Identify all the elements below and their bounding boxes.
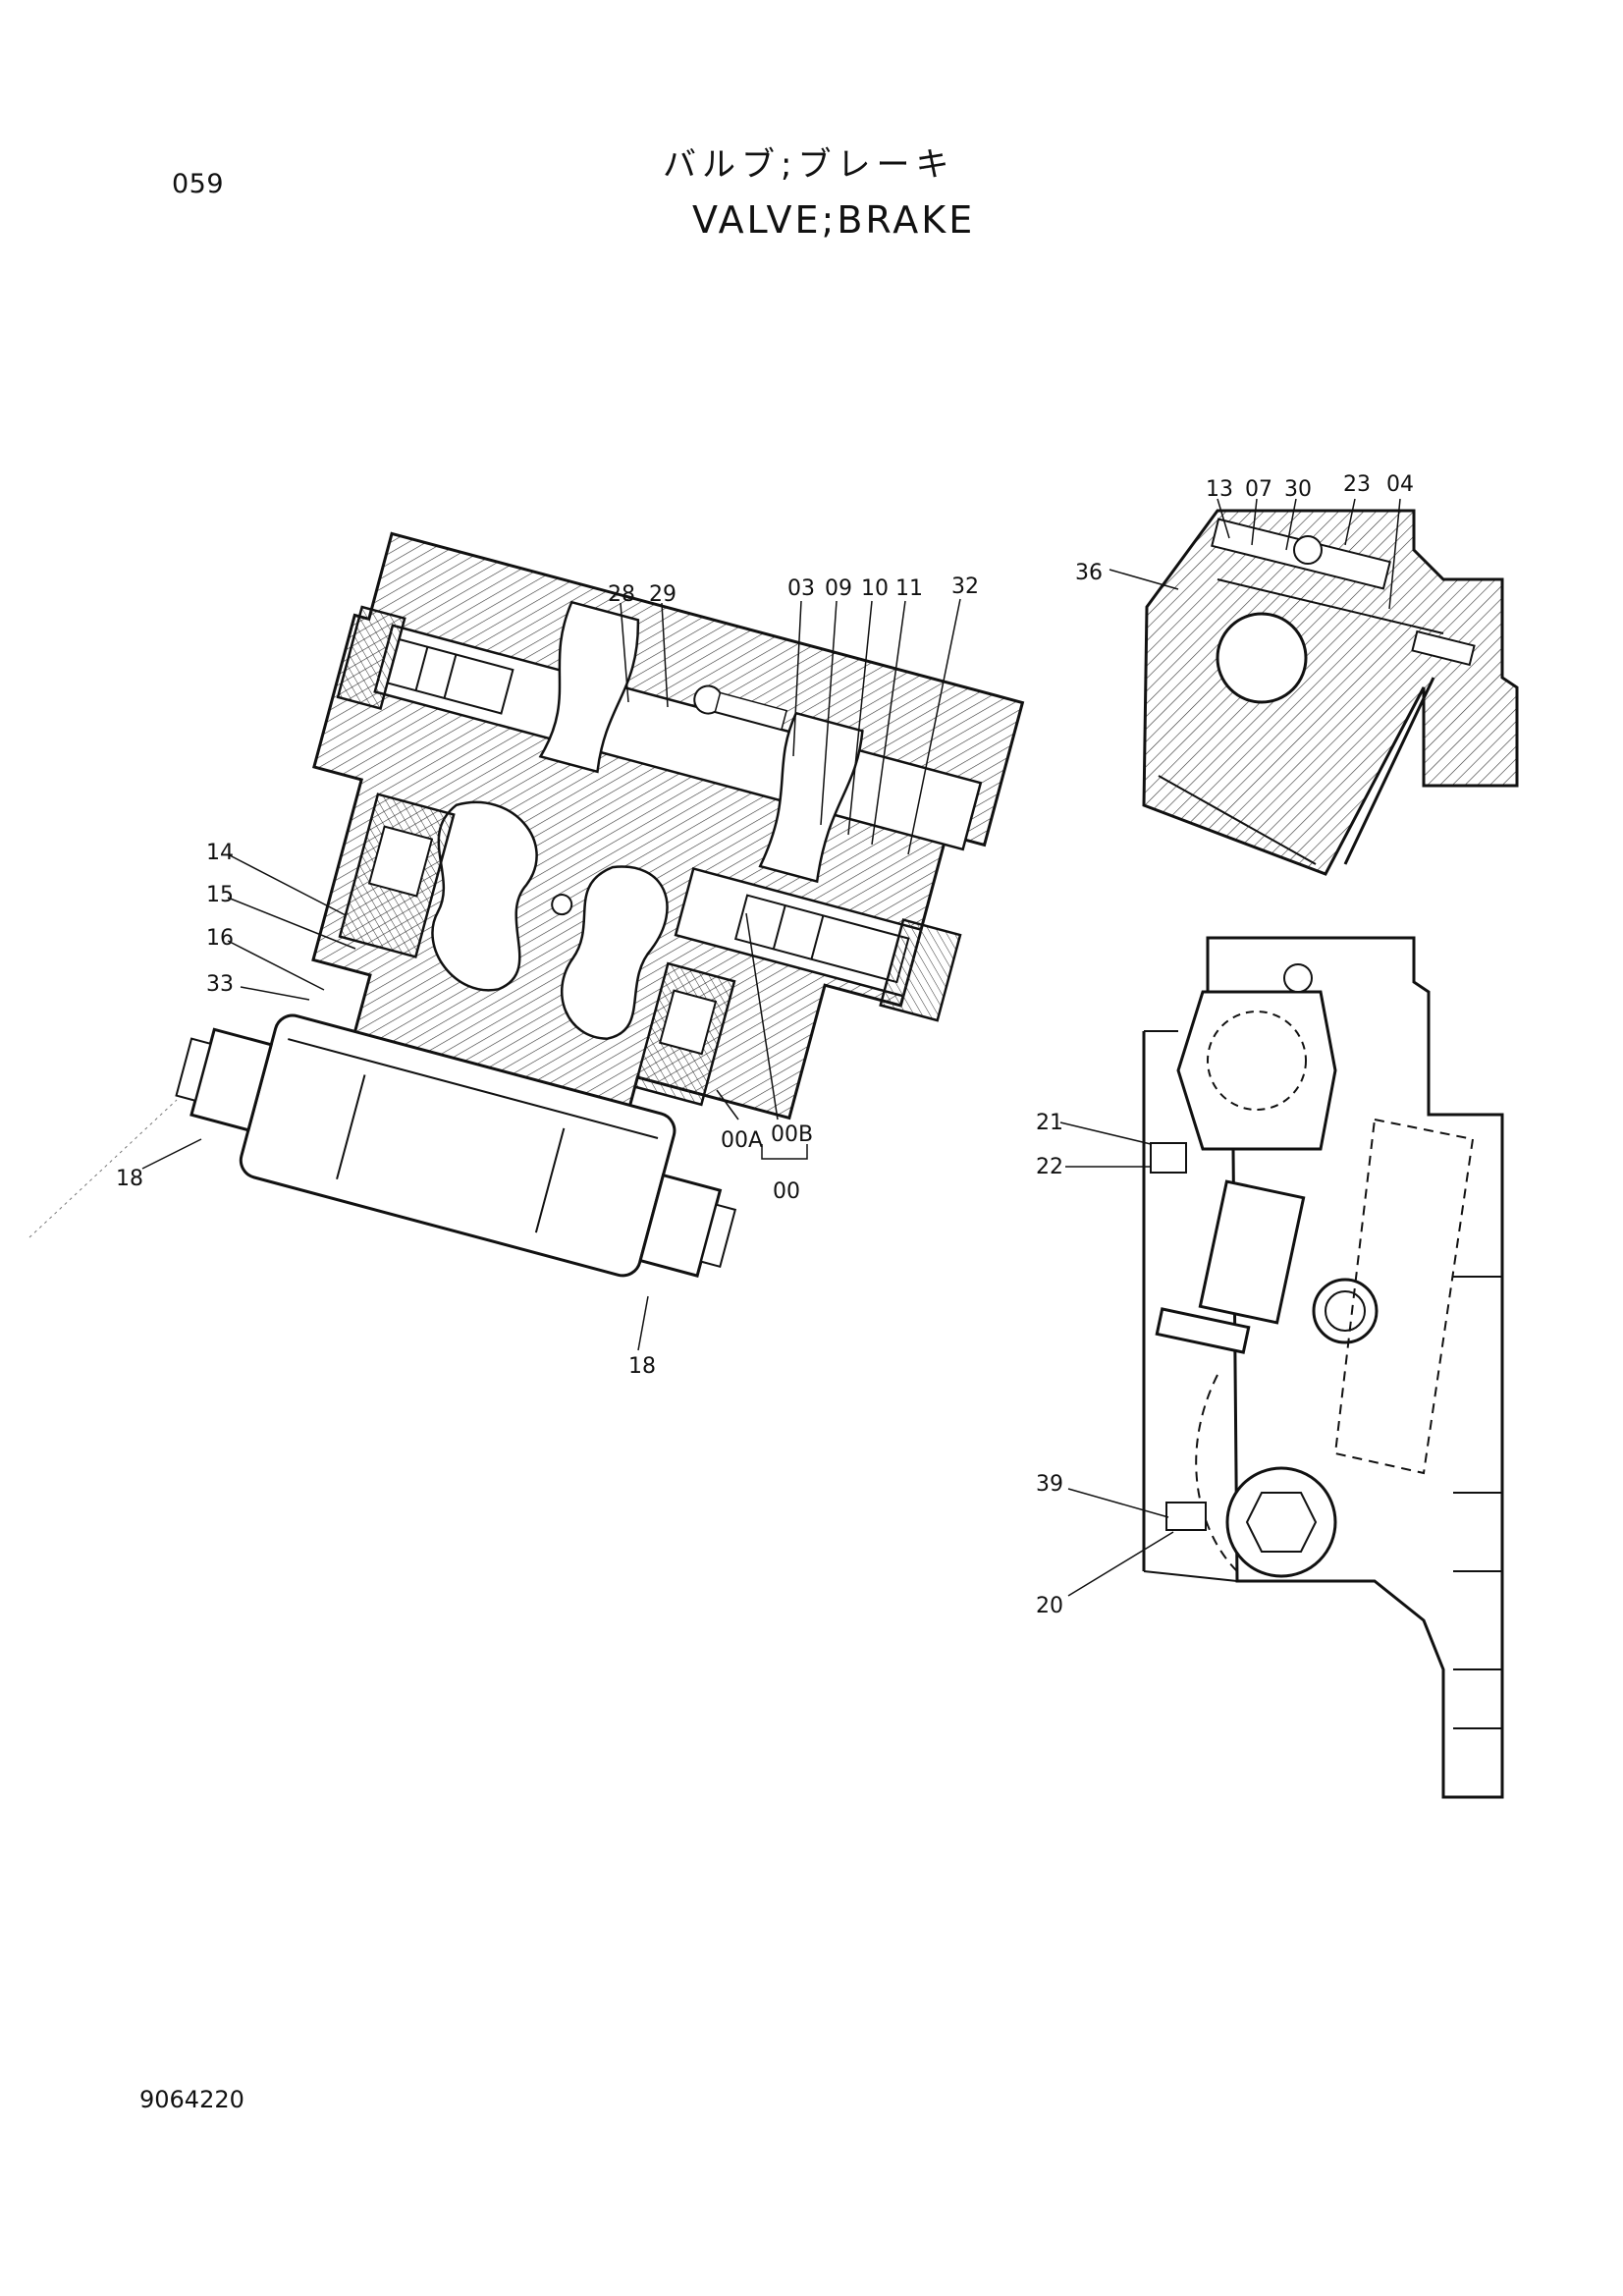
callout: 04 [1386, 472, 1414, 497]
callout: 29 [649, 582, 676, 607]
section-view-leaders [1109, 498, 1401, 610]
callout: 30 [1284, 477, 1312, 502]
callout: 32 [951, 574, 979, 599]
callout: 18 [628, 1354, 656, 1379]
page-number: 059 [172, 169, 225, 199]
callout: 21 [1036, 1111, 1063, 1135]
callout: 20 [1036, 1594, 1063, 1618]
side-view-leaders [1059, 1121, 1174, 1597]
side-view-bottom-right [1142, 936, 1504, 1799]
callout: 36 [1075, 561, 1103, 585]
main-view-leaders [141, 598, 961, 1351]
callout: 18 [116, 1167, 143, 1191]
callout: 00 [773, 1179, 800, 1204]
callout: 09 [825, 576, 852, 601]
callout: 16 [206, 926, 234, 951]
side-view-labels: 21 22 39 20 [1036, 1111, 1063, 1618]
callout: 00A [721, 1128, 763, 1153]
callout: 39 [1036, 1472, 1063, 1497]
callout: 14 [206, 841, 234, 865]
callout: 13 [1206, 477, 1233, 502]
callout: 07 [1245, 477, 1272, 502]
dotted-leader [28, 1099, 178, 1238]
callout: 23 [1343, 472, 1371, 497]
callout: 11 [895, 576, 923, 601]
solenoid-coil [175, 1013, 737, 1278]
callout: 03 [787, 576, 815, 601]
document-number: 9064220 [139, 2086, 244, 2113]
section-view-top-right [1142, 509, 1519, 876]
main-view-labels: 28 29 03 09 10 11 32 14 15 16 33 18 18 0… [116, 574, 979, 1379]
main-section-view [311, 531, 1025, 1127]
title-japanese: バルブ;ブレーキ [663, 145, 955, 185]
callout: 22 [1036, 1155, 1063, 1179]
title-english: VALVE;BRAKE [692, 198, 976, 242]
callout: 10 [861, 576, 889, 601]
callout: 15 [206, 883, 234, 907]
callout: 00B [771, 1122, 813, 1147]
callout: 33 [206, 972, 234, 997]
callout: 28 [608, 582, 635, 607]
section-view-labels: 13 07 30 23 04 36 [1075, 472, 1414, 585]
